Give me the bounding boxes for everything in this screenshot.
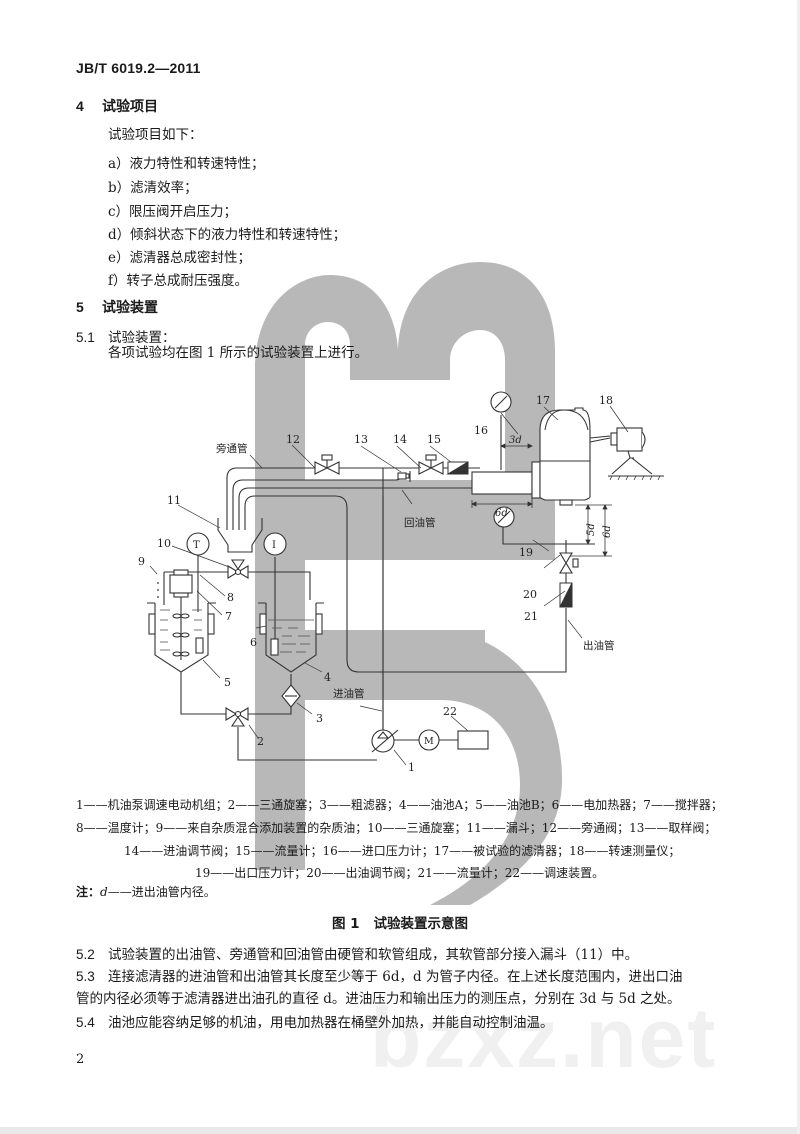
section-number: 4 xyxy=(76,98,84,114)
note-text: ——进出油管内径。 xyxy=(107,885,216,899)
note-variable: d xyxy=(100,885,108,899)
figure-caption: 图 1 试验装置示意图 xyxy=(0,912,800,932)
svg-text:8: 8 xyxy=(227,591,234,604)
svg-text:6d: 6d xyxy=(495,508,508,519)
watermark-text: bzxz.net xyxy=(370,991,718,1085)
section-5-4: 5.4 油池应能容纳足够的机油，用电加热器在桶壁外加热，并能自动控制油温。 xyxy=(76,1012,736,1034)
svg-text:进油管: 进油管 xyxy=(333,687,365,700)
test-item-d: d）倾斜状态下的液力特性和转速特性； xyxy=(108,227,347,243)
svg-text:15: 15 xyxy=(427,433,441,446)
svg-text:14: 14 xyxy=(393,433,407,446)
section-4-intro: 试验项目如下： xyxy=(108,127,203,143)
section-text: 油池应能容纳足够的机油，用电加热器在桶壁外加热，并能自动控制油温。 xyxy=(108,1015,554,1031)
svg-text:20: 20 xyxy=(523,588,537,601)
figure-legend-line-2: 8——温度计；9——来自杂质混合添加装置的杂质油；10——三通旋塞；11——漏斗… xyxy=(76,821,717,835)
svg-text:2: 2 xyxy=(257,735,264,748)
svg-text:13: 13 xyxy=(354,433,368,446)
test-item-f: f）转子总成耐压强度。 xyxy=(108,273,248,289)
svg-text:3: 3 xyxy=(316,712,323,725)
svg-text:21: 21 xyxy=(524,610,538,623)
subsection-number: 5.1 xyxy=(76,330,95,345)
svg-text:1: 1 xyxy=(408,761,415,774)
svg-text:6d: 6d xyxy=(602,525,613,538)
svg-text:T: T xyxy=(193,540,200,551)
section-text-line-2: 管的内径必须等于滤清器进出油孔的直径 d。进油压力和输出压力的测压点，分别在 3… xyxy=(76,991,681,1007)
svg-text:4: 4 xyxy=(324,671,331,684)
figure-title: 试验装置示意图 xyxy=(373,916,469,932)
svg-text:18: 18 xyxy=(599,394,613,407)
svg-text:17: 17 xyxy=(536,394,550,407)
note-label: 注： xyxy=(76,885,101,899)
svg-text:回油管: 回油管 xyxy=(404,516,436,529)
svg-text:I: I xyxy=(272,540,276,551)
section-number: 5.2 xyxy=(76,947,95,962)
section-text-line-1: 连接滤清器的进油管和出油管其长度至少等于 6d，d 为管子内径。在上述长度范围内… xyxy=(108,969,683,985)
page-right-edge xyxy=(797,0,800,1134)
section-number: 5.4 xyxy=(76,1015,95,1030)
subsection-title: 试验装置： xyxy=(108,330,176,346)
section-4-heading: 4 试验项目 xyxy=(76,96,158,116)
svg-text:出油管: 出油管 xyxy=(583,639,615,652)
svg-text:12: 12 xyxy=(286,433,300,446)
section-5-1-text: 各项试验均在图 1 所示的试验装置上进行。 xyxy=(108,345,369,361)
svg-text:6: 6 xyxy=(250,636,257,649)
section-5-2: 5.2 试验装置的出油管、旁通管和回油管由硬管和软管组成，其软管部分接入漏斗（11… xyxy=(76,944,736,966)
section-title: 试验装置 xyxy=(102,300,158,316)
svg-text:5: 5 xyxy=(224,676,231,689)
svg-text:16: 16 xyxy=(474,424,488,437)
page-bottom-edge xyxy=(0,1127,800,1134)
test-item-b: b）滤清效率； xyxy=(108,180,198,196)
section-5-heading: 5 试验装置 xyxy=(76,297,158,317)
figure-number: 图 1 xyxy=(331,916,360,932)
standard-number-header: JB/T 6019.2—2011 xyxy=(76,60,201,76)
figure-legend-line-4: 19——出口压力计；20——出油调节阀；21——流量计；22——调速装置。 xyxy=(195,866,605,880)
svg-text:7: 7 xyxy=(225,610,232,623)
svg-text:11: 11 xyxy=(167,494,181,507)
svg-text:3d: 3d xyxy=(509,435,522,446)
svg-text:5d: 5d xyxy=(586,523,597,536)
test-item-e: e）滤清器总成密封性； xyxy=(108,250,251,266)
section-number: 5.3 xyxy=(76,969,95,984)
svg-text:M: M xyxy=(424,736,434,747)
section-text: 试验装置的出油管、旁通管和回油管由硬管和软管组成，其软管部分接入漏斗（11）中。 xyxy=(108,947,639,963)
figure-note: 注：d——进出油管内径。 xyxy=(76,883,216,900)
section-5-3: 5.3 连接滤清器的进油管和出油管其长度至少等于 6d，d 为管子内径。在上述长度… xyxy=(76,966,736,1010)
svg-text:9: 9 xyxy=(138,555,145,568)
section-title: 试验项目 xyxy=(102,99,158,115)
test-item-c: c）限压阀开启压力； xyxy=(108,204,238,220)
figure-legend-line-1: 1——机油泵调速电动机组；2——三通旋塞；3——粗滤器；4——油池A；5——油池… xyxy=(76,798,723,812)
svg-text:22: 22 xyxy=(443,705,457,718)
section-number: 5 xyxy=(76,299,84,315)
svg-text:19: 19 xyxy=(519,546,533,559)
svg-text:10: 10 xyxy=(157,537,171,550)
page-number: 2 xyxy=(76,1052,85,1067)
svg-text:旁通管: 旁通管 xyxy=(216,442,248,455)
figure-legend-line-3: 14——进油调节阀；15——流量计；16——进口压力计；17——被试验的滤清器；… xyxy=(124,844,681,858)
section-5-1-heading: 5.1 试验装置： xyxy=(76,326,176,346)
test-item-a: a）液力特性和转速特性； xyxy=(108,156,265,172)
